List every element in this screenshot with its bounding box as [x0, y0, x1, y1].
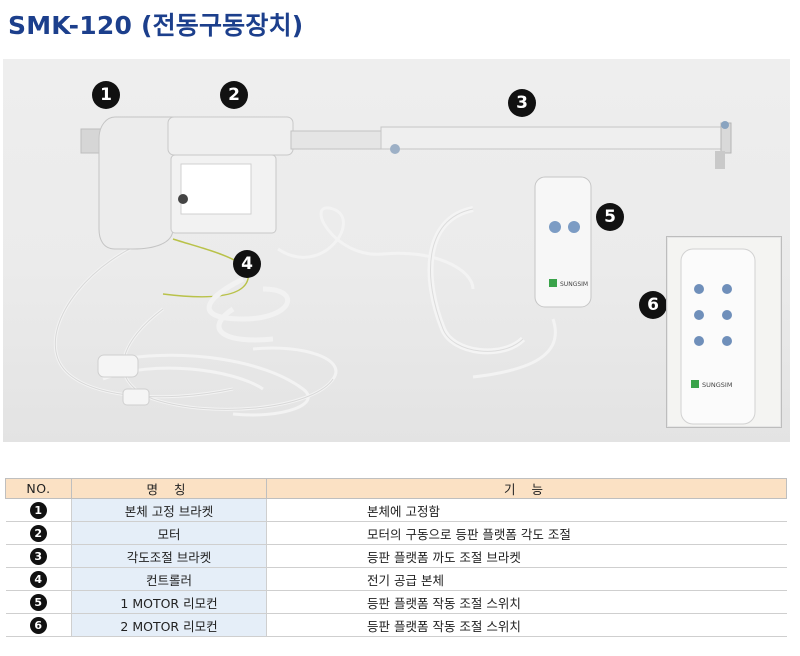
marker-5: 5	[596, 203, 624, 231]
row-name: 본체 고정 브라켓	[71, 498, 267, 522]
spec-table: NO. 명 칭 기 능 1 본체 고정 브라켓 본체에 고정함 2 모터 모터의…	[5, 478, 787, 637]
table-row: 3 각도조절 브라켓 등판 플랫폼 까도 조절 브라켓	[5, 544, 787, 568]
row-function: 등판 플랫폼 까도 조절 브라켓	[266, 544, 787, 568]
row-number-badge: 4	[29, 570, 47, 588]
row-function: 등판 플랫폼 작동 조절 스위치	[266, 613, 787, 637]
row-function: 본체에 고정함	[266, 498, 787, 522]
marker-1: 1	[92, 81, 120, 109]
marker-4: 4	[233, 250, 261, 278]
table-row: 5 1 MOTOR 리모컨 등판 플랫폼 작동 조절 스위치	[5, 590, 787, 614]
row-function: 등판 플랫폼 작동 조절 스위치	[266, 590, 787, 614]
table-row: 6 2 MOTOR 리모컨 등판 플랫폼 작동 조절 스위치	[5, 613, 787, 637]
remote-brand-label: SUNGSIM	[560, 281, 588, 288]
product-photo: SUNGSIM 1 2 3 4 5 6	[3, 59, 790, 442]
marker-3: 3	[508, 89, 536, 117]
inset-brand-label: SUNGSIM	[702, 381, 732, 389]
row-name: 컨트롤러	[71, 567, 267, 591]
marker-2: 2	[220, 81, 248, 109]
row-number-badge: 6	[29, 616, 47, 634]
row-name: 1 MOTOR 리모컨	[71, 590, 267, 614]
row-number-badge: 1	[29, 501, 47, 519]
remote-2-motor-illustration: SUNGSIM	[680, 248, 756, 425]
actuator-illustration: SUNGSIM	[53, 116, 732, 417]
row-name: 모터	[71, 521, 267, 545]
table-row: 2 모터 모터의 구동으로 등판 플랫폼 각도 조절	[5, 521, 787, 545]
table-header-row: NO. 명 칭 기 능	[5, 478, 787, 499]
inset-remote-2-motor: SUNGSIM	[666, 236, 782, 428]
marker-6: 6	[639, 291, 667, 319]
row-number-badge: 2	[29, 524, 47, 542]
row-name: 각도조절 브라켓	[71, 544, 267, 568]
header-function: 기 능	[266, 478, 787, 499]
row-name: 2 MOTOR 리모컨	[71, 613, 267, 637]
row-function: 모터의 구동으로 등판 플랫폼 각도 조절	[266, 521, 787, 545]
header-no: NO.	[5, 478, 72, 499]
remote-1-motor	[534, 176, 592, 308]
page-title: SMK-120 (전동구동장치)	[8, 11, 304, 40]
row-number-badge: 5	[29, 593, 47, 611]
row-number-badge: 3	[29, 547, 47, 565]
table-row: 1 본체 고정 브라켓 본체에 고정함	[5, 498, 787, 522]
table-row: 4 컨트롤러 전기 공급 본체	[5, 567, 787, 591]
header-name: 명 칭	[71, 478, 267, 499]
row-function: 전기 공급 본체	[266, 567, 787, 591]
